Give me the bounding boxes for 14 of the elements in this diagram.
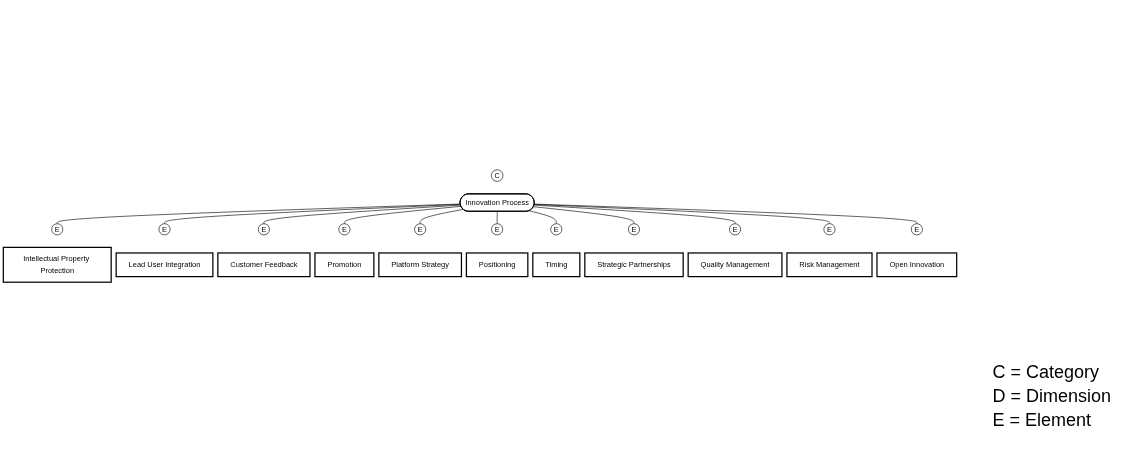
- connector: [533, 204, 830, 225]
- connector: [263, 204, 461, 225]
- connector: [344, 206, 462, 225]
- connector: [496, 211, 498, 225]
- connector: [164, 204, 461, 225]
- legend-note: C = Category: [992, 361, 1100, 384]
- legend-note: D = Dimension: [992, 385, 1111, 408]
- connector: [419, 209, 464, 225]
- connector: [533, 206, 635, 225]
- connector: [528, 210, 557, 225]
- connector: [533, 203, 918, 225]
- connector: [533, 204, 736, 225]
- connector: [56, 203, 461, 225]
- legend-note: E = Element: [992, 409, 1092, 432]
